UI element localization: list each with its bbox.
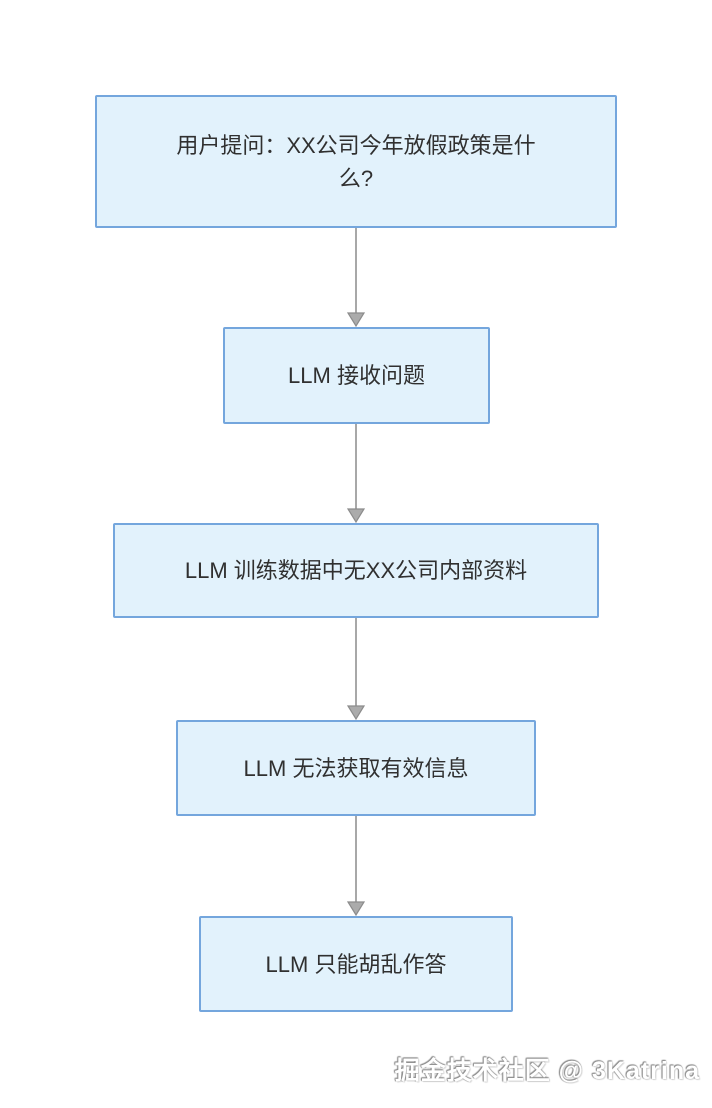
- flow-node-random-answer: LLM 只能胡乱作答: [199, 916, 513, 1012]
- flow-node-label: 用户提问：XX公司今年放假政策是什 么?: [176, 132, 536, 191]
- arrow-line: [355, 816, 357, 902]
- arrow-down-icon: [347, 508, 365, 523]
- flow-connector-1: [347, 228, 365, 327]
- flow-connector-3: [347, 618, 365, 720]
- flow-node-user-question: 用户提问：XX公司今年放假政策是什 么?: [95, 95, 617, 228]
- flow-connector-4: [347, 816, 365, 916]
- flow-node-label: LLM 训练数据中无XX公司内部资料: [184, 558, 528, 583]
- flow-node-no-valid-info: LLM 无法获取有效信息: [176, 720, 536, 816]
- flow-node-no-internal-data: LLM 训练数据中无XX公司内部资料: [113, 523, 599, 618]
- arrow-line: [355, 618, 357, 706]
- arrow-down-icon: [347, 312, 365, 327]
- flow-node-label: LLM 只能胡乱作答: [265, 951, 447, 977]
- arrow-line: [355, 228, 357, 313]
- arrow-down-icon: [347, 901, 365, 916]
- flow-connector-2: [347, 424, 365, 523]
- watermark-text: 掘金技术社区 @ 3Katrina: [394, 1057, 700, 1085]
- arrow-down-icon: [347, 705, 365, 720]
- flow-node-label: LLM 接收问题: [288, 363, 425, 388]
- arrow-line: [355, 424, 357, 509]
- flow-node-llm-receives: LLM 接收问题: [223, 327, 490, 424]
- flow-node-label: LLM 无法获取有效信息: [243, 755, 469, 781]
